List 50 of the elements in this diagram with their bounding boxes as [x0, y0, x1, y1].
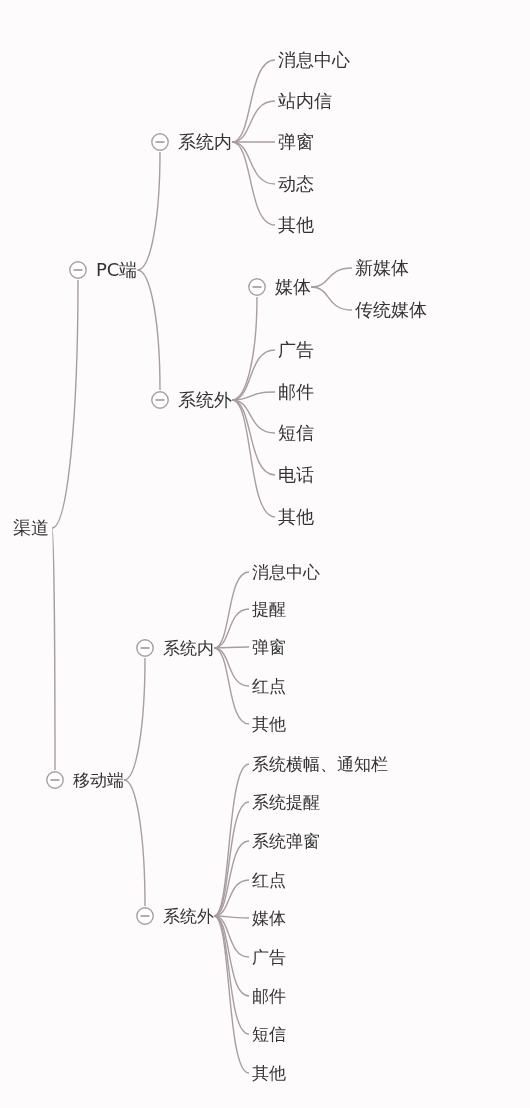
- topic-label: 媒体: [249, 908, 289, 928]
- topic-label: 广告: [249, 947, 289, 967]
- connector-line: [136, 151, 161, 271]
- topic-label: 短信: [275, 423, 317, 443]
- topic-label: 系统外: [178, 390, 232, 410]
- connector-line: [213, 915, 250, 958]
- topic-label: 系统横幅、通知栏: [249, 754, 391, 774]
- connector-line: [213, 647, 250, 687]
- topic-label: 提醒: [249, 599, 289, 619]
- topic-label: PC端: [96, 260, 138, 280]
- connector-line: [310, 286, 353, 311]
- topic-label: 红点: [249, 676, 289, 696]
- topic-label: 红点: [249, 870, 289, 890]
- topic-label: 短信: [249, 1024, 289, 1044]
- connector-line: [231, 141, 276, 143]
- topic-label: 消息中心: [249, 562, 323, 582]
- topic-label: 渠道: [10, 518, 52, 538]
- topic-label: 传统媒体: [352, 300, 430, 320]
- connector-line: [213, 647, 250, 725]
- connector-line: [51, 279, 79, 529]
- connector-line: [231, 141, 276, 226]
- connector-line: [231, 399, 276, 518]
- topic-label: 系统提醒: [249, 792, 323, 812]
- topic-label: 广告: [275, 340, 317, 360]
- topic-label: 站内信: [275, 91, 335, 111]
- connector-line: [51, 527, 56, 771]
- topic-label: 弹窗: [249, 637, 289, 657]
- topic-label: 其他: [249, 714, 289, 734]
- topic-label: 媒体: [275, 277, 311, 297]
- topic-label: 邮件: [249, 986, 289, 1006]
- topic-label: 新媒体: [352, 258, 412, 278]
- connector-line: [213, 915, 250, 1074]
- connector-line: [231, 399, 276, 434]
- connector-line: [213, 801, 250, 917]
- topic-label: 其他: [249, 1063, 289, 1083]
- connector-line: [123, 657, 146, 781]
- topic-label: 系统弹窗: [249, 831, 323, 851]
- topic-label: 弹窗: [275, 132, 317, 152]
- connector-line: [123, 779, 146, 907]
- topic-label: 移动端: [73, 770, 124, 790]
- topic-label: 系统内: [163, 638, 214, 658]
- topic-label: 其他: [275, 215, 317, 235]
- topic-label: 电话: [275, 465, 317, 485]
- topic-label: 系统内: [178, 132, 232, 152]
- topic-label: 其他: [275, 507, 317, 527]
- topic-label: 消息中心: [275, 50, 353, 70]
- topic-label: 动态: [275, 174, 317, 194]
- connector-line: [136, 269, 161, 391]
- topic-label: 邮件: [275, 382, 317, 402]
- topic-label: 系统外: [163, 906, 214, 926]
